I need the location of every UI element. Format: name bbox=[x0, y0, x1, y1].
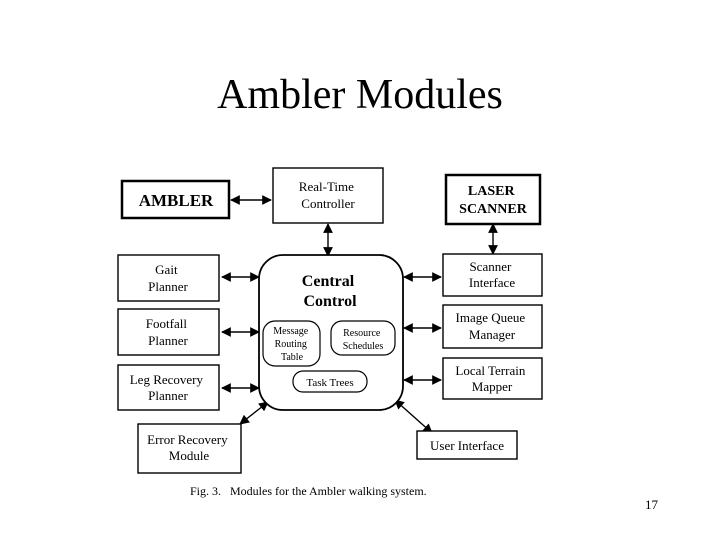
slide-title: Ambler Modules bbox=[217, 72, 503, 118]
gait-planner-box bbox=[117, 254, 220, 302]
scanner-interface-label: Scanner Interface bbox=[469, 259, 515, 290]
ambler-box bbox=[120, 179, 231, 220]
laser-scanner-label: LASER SCANNER bbox=[459, 184, 528, 217]
task-trees-label: Task Trees bbox=[306, 377, 353, 389]
ambler-label: AMBLER bbox=[139, 191, 214, 210]
gait-planner-label: Gait Planner bbox=[148, 262, 188, 294]
footfall-planner-label: Footfall Planner bbox=[146, 316, 190, 348]
user-interface-box bbox=[416, 430, 518, 460]
error-recovery-module-box bbox=[137, 423, 242, 474]
image-queue-manager-label: Image Queue Manager bbox=[456, 310, 529, 342]
arrow-errorrecovery-central bbox=[239, 401, 269, 425]
user-interface-label: User Interface bbox=[430, 438, 504, 453]
task-trees-box bbox=[292, 370, 368, 393]
footfall-planner-box bbox=[117, 308, 220, 356]
arrow-central-ui bbox=[394, 399, 433, 434]
realtime-controller-label: Real-Time Controller bbox=[299, 179, 357, 211]
laser-scanner-box bbox=[444, 173, 542, 226]
leg-recovery-planner-label: Leg Recovery Planner bbox=[130, 372, 207, 403]
central-control-label: Central Control bbox=[302, 273, 358, 310]
image-queue-manager-box bbox=[442, 304, 543, 349]
error-recovery-module-label: Error Recovery Module bbox=[147, 432, 231, 463]
leg-recovery-planner-box bbox=[117, 364, 220, 411]
local-terrain-mapper-box bbox=[442, 357, 543, 400]
scanner-interface-box bbox=[442, 253, 543, 297]
message-routing-table-label: Message Routing Table bbox=[273, 326, 311, 363]
resource-schedules-box bbox=[330, 320, 396, 356]
page-number: 17 bbox=[645, 497, 658, 512]
connectors bbox=[221, 195, 498, 434]
realtime-controller-box bbox=[272, 167, 384, 224]
figure-caption: Fig. 3. Modules for the Ambler walking s… bbox=[190, 484, 427, 498]
message-routing-table-box bbox=[262, 320, 321, 367]
resource-schedules-label: Resource Schedules bbox=[343, 328, 384, 352]
local-terrain-mapper-label: Local Terrain Mapper bbox=[455, 363, 528, 394]
